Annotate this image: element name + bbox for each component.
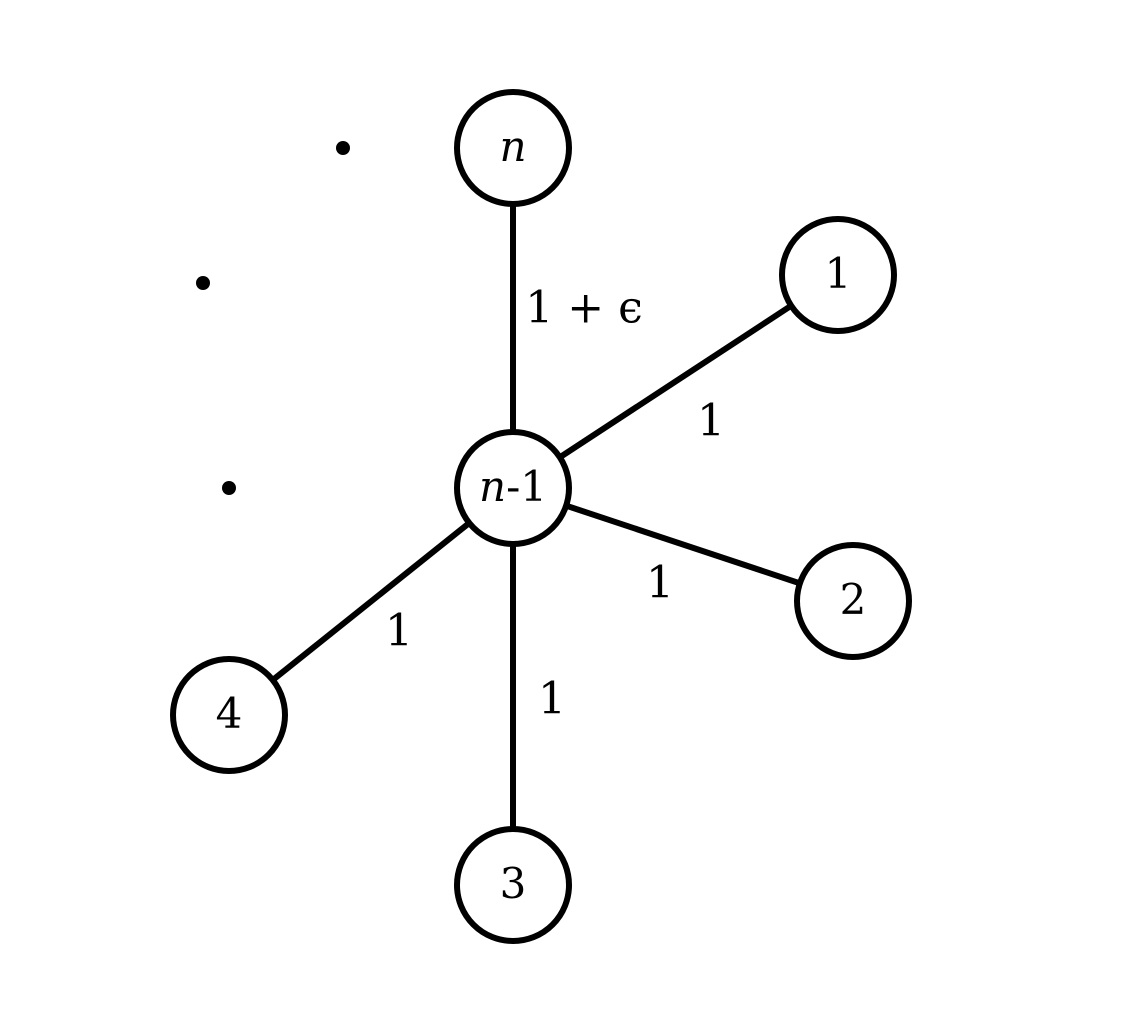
edge-1 [511,272,840,491]
node-label: 2 [840,575,867,624]
edge-label-n: 1 + ϵ [525,283,642,334]
edge-label-2: 1 [646,558,674,609]
node-circle [454,89,572,207]
edge-label-1: 1 [697,396,725,447]
node-label-suffix: -1 [506,462,547,511]
node-label: n [499,122,526,171]
edge-2 [512,485,854,604]
node-3: 3 [454,826,572,944]
node-circle [794,542,912,660]
node-label: 4 [216,689,243,738]
node-label: 3 [500,859,527,908]
node-label-italic: n [479,462,506,511]
node-circle [454,429,572,547]
edge-label-4: 1 [385,606,413,657]
node-label: n-1 [479,462,547,511]
node-1: 1 [779,216,897,334]
node-center: n-1 [454,429,572,547]
node-circle [454,826,572,944]
node-n: n [454,89,572,207]
node-circle [779,216,897,334]
ellipsis-dots [196,141,350,495]
ellipsis-dot [196,276,210,290]
node-label: 1 [825,249,852,298]
ellipsis-dot [336,141,350,155]
node-2: 2 [794,542,912,660]
edge-labels-layer: 1 + ϵ 1 1 1 1 [385,283,725,725]
edge-label-3: 1 [538,674,566,725]
node-circle [170,656,288,774]
node-4: 4 [170,656,288,774]
edge-4 [227,485,515,718]
ellipsis-dot [222,481,236,495]
